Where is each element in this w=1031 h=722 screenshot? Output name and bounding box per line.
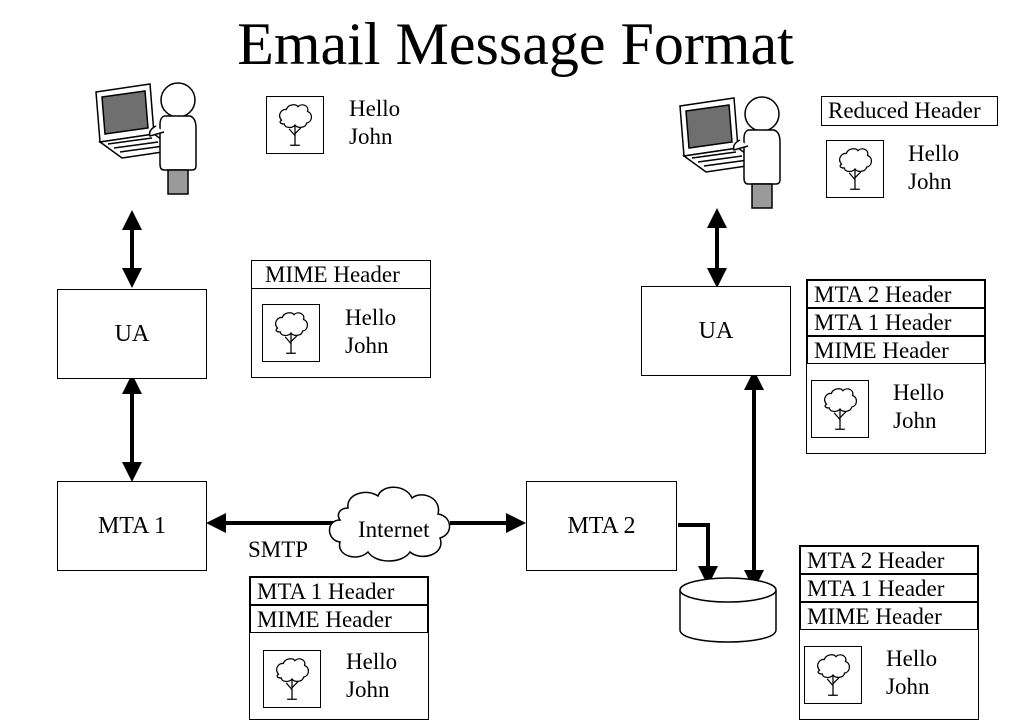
reduced-header-row: Reduced Header bbox=[821, 96, 998, 126]
tree-icon bbox=[804, 646, 862, 704]
ua-left-label: UA bbox=[114, 320, 150, 347]
ua-left-box: UA bbox=[57, 289, 207, 379]
diagram-title: Email Message Format bbox=[237, 11, 794, 77]
right-user-computer-icon bbox=[679, 96, 781, 209]
message-line-hello: Hello bbox=[908, 141, 960, 166]
tree-icon bbox=[266, 96, 324, 154]
message-line-hello: Hello bbox=[349, 96, 401, 121]
message-line-hello: Hello bbox=[345, 305, 397, 330]
message-line-john: John bbox=[908, 169, 952, 194]
mime-header-row: MIME Header bbox=[251, 260, 431, 290]
message-line-john: John bbox=[893, 408, 937, 433]
mta2-box: MTA 2 bbox=[526, 481, 677, 571]
internet-cloud-icon bbox=[328, 486, 451, 562]
mta1-box: MTA 1 bbox=[57, 481, 207, 571]
tree-icon bbox=[811, 380, 869, 438]
ua-right-box: UA bbox=[641, 286, 791, 376]
arrow-mta2-mailbox bbox=[678, 523, 710, 574]
internet-label: Internet bbox=[358, 517, 430, 542]
message-line-john: John bbox=[345, 333, 389, 358]
mta1-header-row: MTA 1 Header bbox=[799, 573, 979, 603]
tree-icon bbox=[826, 140, 884, 198]
mta2-header-row: MTA 2 Header bbox=[806, 279, 986, 309]
smtp-label: SMTP bbox=[248, 537, 309, 562]
ua-right-label: UA bbox=[698, 317, 734, 344]
mailbox-database-icon bbox=[679, 577, 777, 643]
message-line-john: John bbox=[886, 674, 930, 699]
mta2-header-row: MTA 2 Header bbox=[799, 545, 979, 575]
mime-header-row: MIME Header bbox=[249, 604, 429, 634]
tree-icon bbox=[262, 304, 320, 362]
mta1-header-row: MTA 1 Header bbox=[249, 576, 429, 606]
mime-header-row: MIME Header bbox=[799, 601, 979, 631]
tree-icon bbox=[263, 650, 321, 708]
message-line-hello: Hello bbox=[886, 646, 938, 671]
mime-header-row: MIME Header bbox=[806, 335, 986, 365]
mta2-label: MTA 2 bbox=[567, 512, 636, 539]
message-line-john: John bbox=[346, 677, 390, 702]
mta1-label: MTA 1 bbox=[97, 512, 167, 539]
message-line-hello: Hello bbox=[893, 380, 945, 405]
message-line-hello: Hello bbox=[346, 649, 398, 674]
mta1-header-row: MTA 1 Header bbox=[806, 307, 986, 337]
message-line-john: John bbox=[349, 124, 393, 149]
left-user-computer-icon bbox=[95, 82, 197, 195]
